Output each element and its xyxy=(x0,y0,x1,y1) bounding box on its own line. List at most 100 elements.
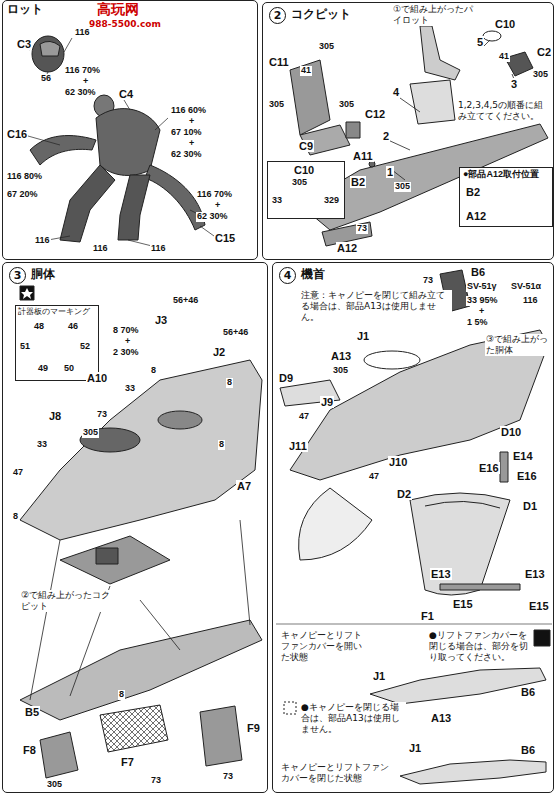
paint-number: 305 xyxy=(82,428,99,438)
paint-number: + xyxy=(188,117,195,127)
step-title: 胴体 xyxy=(31,268,55,281)
part-name: D1 xyxy=(522,500,538,512)
part-name: E16 xyxy=(478,462,500,474)
part-name: A10 xyxy=(86,372,108,384)
paint-number: + xyxy=(214,201,221,211)
part-name: B6 xyxy=(520,686,536,698)
watermark: 高玩网 xyxy=(96,2,140,17)
paint-number: 56 xyxy=(40,74,52,84)
part-name: C16 xyxy=(6,128,28,140)
paint-number: 67 10% xyxy=(170,128,203,138)
part-name: E15 xyxy=(452,598,474,610)
note-text: ●キャノピーを閉じる場合は、部品A13は使用しません。 xyxy=(300,702,406,734)
part-name: D9 xyxy=(278,372,294,384)
part-name: F7 xyxy=(120,756,135,768)
part-name: C11 xyxy=(268,56,290,68)
paint-number: 73 xyxy=(96,410,108,420)
paint-number: ●部品A12取付位置 xyxy=(463,170,539,180)
paint-number: 116 xyxy=(150,244,167,254)
part-name: J1 xyxy=(372,670,386,682)
part-name: C12 xyxy=(364,108,386,120)
part-name: C4 xyxy=(118,88,134,100)
paint-number: SV-51γ xyxy=(466,282,498,292)
paint-number: 305 xyxy=(318,42,335,52)
step-title: 機首 xyxy=(301,268,325,281)
part-name: E14 xyxy=(512,450,534,462)
paint-number: 1 5% xyxy=(466,318,489,328)
paint-number: + xyxy=(82,77,89,87)
note-text: キャノピーとリフトファンカバーを開いた状態 xyxy=(280,630,370,662)
paint-number: 8 xyxy=(118,690,125,700)
note-text: ①で組み上がったパイロット xyxy=(392,4,476,26)
paint-number: 52 xyxy=(80,342,90,352)
part-name: E15 xyxy=(528,600,550,612)
part-name: E16 xyxy=(516,470,538,482)
paint-number: + xyxy=(188,139,195,149)
part-name: A7 xyxy=(236,480,252,492)
watermark: 988-5500.com xyxy=(88,20,162,30)
paint-number: 116 xyxy=(92,244,109,254)
part-name: B5 xyxy=(24,706,40,718)
part-name: C3 xyxy=(16,38,32,50)
paint-number: 51 xyxy=(20,342,30,352)
paint-number: 305 xyxy=(46,780,63,790)
paint-number: 116 xyxy=(522,296,539,306)
paint-number: 47 xyxy=(12,468,24,478)
step-panel: 2 コクピット C1030533329 ●部品A12取付位置 B2A12 xyxy=(262,2,554,260)
part-name: J11 xyxy=(288,440,308,452)
paint-number: 305 xyxy=(394,182,411,192)
paint-number: 73 xyxy=(422,276,434,286)
part-name: F1 xyxy=(420,610,435,622)
paint-number: 33 95% xyxy=(466,296,499,306)
step-number: 3 xyxy=(9,267,26,284)
paint-number: 48 xyxy=(34,322,44,332)
note-text: 注意：キャノピーを閉じて組み立てる場合は、部品A13は使用しません。 xyxy=(300,290,452,322)
detail-box: 計器板のマーキング484651524950 xyxy=(15,305,99,381)
part-name: A11 xyxy=(352,150,374,162)
part-name: C9 xyxy=(298,140,314,152)
paint-number: 62 30% xyxy=(196,212,229,222)
part-name: B2 xyxy=(466,186,480,198)
note-text: キャノピーとリフトファンカバーを閉じた状態 xyxy=(280,762,392,784)
paint-number: 33 xyxy=(124,384,136,394)
paint-number: 73 xyxy=(356,224,368,234)
detail-box: C1030533329 xyxy=(267,161,345,219)
part-name: B6 xyxy=(470,266,486,278)
paint-number: 62 30% xyxy=(64,88,97,98)
detail-box: ●部品A12取付位置 B2A12 xyxy=(459,167,553,227)
paint-number: 41 xyxy=(300,66,312,76)
step-title: コクピット xyxy=(291,8,351,21)
part-name: J3 xyxy=(154,314,168,326)
paint-number: 56+46 xyxy=(172,296,199,306)
note-text: 計器板のマーキング xyxy=(18,308,90,317)
paint-number: 33 xyxy=(36,440,48,450)
paint-number: 73 xyxy=(222,772,234,782)
part-name: C15 xyxy=(214,232,236,244)
step-number: 2 xyxy=(269,7,286,24)
note-text: ③で組み上がった胴体 xyxy=(485,334,553,356)
paint-number: 49 xyxy=(38,364,48,374)
paint-number: + xyxy=(124,337,131,347)
paint-number: 50 xyxy=(64,364,74,374)
paint-number: 8 70% xyxy=(112,326,140,336)
part-name: J2 xyxy=(212,346,226,358)
paint-number: 305 xyxy=(332,366,349,376)
step-title: ロット xyxy=(7,3,43,16)
part-name: B2 xyxy=(350,176,366,188)
part-name: F9 xyxy=(246,722,261,734)
part-name: A12 xyxy=(466,210,486,222)
paint-number: 47 xyxy=(368,472,380,482)
part-name: D10 xyxy=(500,426,522,438)
paint-number: 8 xyxy=(12,512,19,522)
note-text: ②で組み上がったコクピット xyxy=(20,590,112,612)
part-name: J1 xyxy=(408,742,422,754)
paint-number: 56+46 xyxy=(222,328,249,338)
paint-number: SV-51α xyxy=(510,282,542,292)
part-name: B6 xyxy=(520,744,536,756)
step-number: 4 xyxy=(279,267,296,284)
paint-number: 116 xyxy=(34,236,51,246)
note-text: 1,2,3,4,5の順番に組み立ててください。 xyxy=(457,100,553,122)
part-name: A12 xyxy=(336,242,358,254)
paint-number: 47 xyxy=(298,412,310,422)
part-name: C2 xyxy=(536,46,552,58)
